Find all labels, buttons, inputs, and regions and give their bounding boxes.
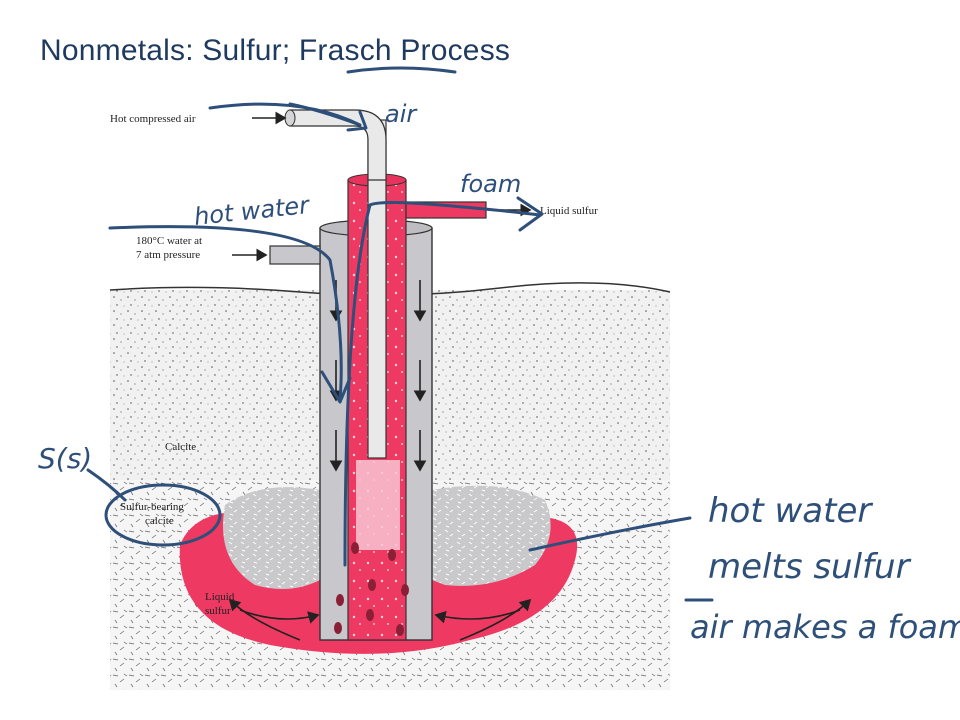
air-inlet-mouth bbox=[284, 109, 296, 127]
ink-circle-sulfur-bearing bbox=[104, 483, 222, 547]
hw-air: air bbox=[385, 100, 418, 128]
label-sulfur-bearing: Sulfur-bearing bbox=[120, 501, 184, 513]
ink-hot-water-arrowhead bbox=[320, 370, 352, 404]
water-inlet-pipe bbox=[269, 245, 321, 265]
foam-zone bbox=[356, 460, 400, 550]
hw-solid-sulfur: S(s) bbox=[38, 442, 92, 475]
hw-note-air-foam: air makes a foam bbox=[690, 608, 960, 646]
ink-melt-pointer bbox=[528, 516, 692, 552]
label-sulfur-pool: sulfur bbox=[205, 605, 231, 617]
ink-foam-path bbox=[343, 201, 542, 567]
label-water-pressure: 7 atm pressure bbox=[136, 249, 200, 261]
hw-note-melts-sulfur: melts sulfur bbox=[708, 547, 912, 587]
label-liquid-pool: Liquid bbox=[205, 591, 235, 603]
hw-foam: foam bbox=[460, 170, 521, 198]
rock-blob-left bbox=[223, 487, 320, 589]
label-calcite: Calcite bbox=[165, 441, 196, 453]
ink-hot-water-arrow bbox=[108, 225, 343, 402]
air-inlet-pipe bbox=[289, 109, 387, 181]
slide-title: Nonmetals: Sulfur; Frasch Process bbox=[40, 34, 511, 67]
label-sulfur-bearing-calcite: calcite bbox=[145, 515, 174, 527]
printed-labels: Hot compressed air Liquid sulfur 180°C w… bbox=[110, 113, 598, 617]
ink-air-arrow bbox=[208, 102, 362, 127]
ink-foam-arrowhead bbox=[516, 196, 544, 232]
ink-ss-pointer bbox=[86, 468, 127, 502]
label-hot-compressed-air: Hot compressed air bbox=[110, 113, 196, 125]
ink-air-arrowhead bbox=[346, 110, 368, 132]
ink-title-underline bbox=[346, 66, 457, 74]
label-water-temperature: 180°C water at bbox=[136, 235, 202, 247]
hw-note-hot-water: hot water bbox=[708, 491, 873, 531]
ink-annotations: air foam hot water S(s) hot water melts … bbox=[38, 66, 960, 646]
rock-blob-right bbox=[432, 485, 551, 586]
sulfur-droplets bbox=[334, 542, 409, 636]
hw-hot-water-pipe: hot water bbox=[193, 191, 313, 231]
label-liquid-sulfur-out: Liquid sulfur bbox=[540, 205, 598, 217]
